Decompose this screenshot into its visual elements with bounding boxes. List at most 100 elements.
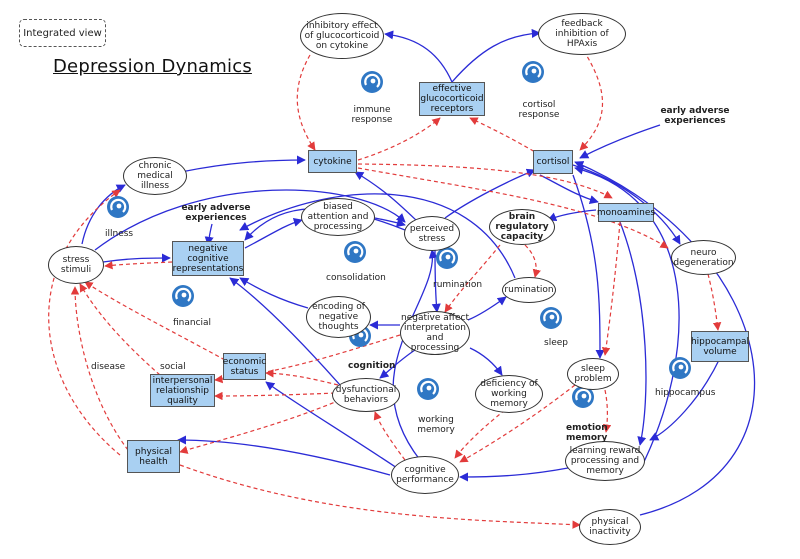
link-dysfunctional-negcog xyxy=(229,277,341,386)
link-cytokine-monoamines xyxy=(357,163,613,199)
link-neuro-hippo xyxy=(707,273,722,331)
node-inhibitory[interactable]: inhibitory effect of glucocorticoid on c… xyxy=(300,13,384,59)
solid-links xyxy=(81,28,756,516)
label-immune-response: immune response xyxy=(351,105,393,125)
node-sleep-problem[interactable]: sleep problem xyxy=(567,358,619,390)
link-cortisol-effective xyxy=(469,117,541,156)
link-stress-perceived xyxy=(94,189,406,251)
link-cogperf-economic xyxy=(265,381,401,471)
label-hippocampus: hippocampus xyxy=(655,388,716,398)
label-consolidation: consolidation xyxy=(326,273,386,283)
label-cortisol-response: cortisol response xyxy=(518,100,560,120)
link-physhealth-stress xyxy=(70,286,129,451)
node-learning[interactable]: learning reward processing and memory xyxy=(565,441,645,481)
link-negaffect-deficiency xyxy=(469,347,503,376)
link-chronic-cytokine xyxy=(180,155,306,173)
node-encoding[interactable]: encoding of negative thoughts xyxy=(306,296,371,338)
link-rumination-negcog xyxy=(239,193,516,279)
link-cogperf-physinact-up xyxy=(574,165,680,471)
node-negative-affect[interactable]: negative affect interpretation and proce… xyxy=(400,311,470,355)
integrated-view-label: Integrated view xyxy=(23,27,102,39)
node-physical-inact[interactable]: physical inactivity xyxy=(579,509,641,545)
link-biased-perceived xyxy=(374,217,406,228)
node-interpersonal[interactable]: interpersonal relationship quality xyxy=(150,374,215,407)
node-hippocampal[interactable]: hippocampal volume xyxy=(691,331,749,362)
node-feedback[interactable]: feedback inhibition of HPAxis xyxy=(538,13,626,55)
link-physhealth-chronic xyxy=(48,189,121,456)
integrated-view-button[interactable]: Integrated view xyxy=(19,19,106,47)
loop-icon xyxy=(669,357,691,379)
loop-icon xyxy=(436,247,458,269)
node-negative-cog[interactable]: negative cognitive representations xyxy=(172,241,244,276)
link-monoamines-sleep xyxy=(601,221,621,356)
label-early-adverse-top: early adverse experiences xyxy=(660,106,730,126)
label-working-memory: working memory xyxy=(417,415,455,435)
loop-icon xyxy=(344,241,366,263)
link-interpersonal-stress xyxy=(79,283,161,376)
node-deficiency[interactable]: deficiency of working memory xyxy=(475,375,543,413)
link-cortisol-monoamines xyxy=(539,174,599,204)
node-chronic[interactable]: chronic medical illness xyxy=(123,157,187,195)
node-physical-health[interactable]: physical health xyxy=(127,440,180,473)
link-economic-stress xyxy=(84,281,226,361)
label-illness: illness xyxy=(105,229,134,239)
link-brain-negaffect xyxy=(444,244,501,313)
link-cortisol-sleep xyxy=(572,174,605,359)
link-brain-rumination xyxy=(524,244,541,278)
link-effective-inhibitory xyxy=(384,30,453,83)
link-hippo-learning xyxy=(649,357,721,441)
link-physhealth-physinact xyxy=(179,464,581,529)
link-negcog-stress xyxy=(104,261,173,270)
loop-icon xyxy=(107,196,129,218)
label-sleep: sleep xyxy=(544,338,568,348)
link-effective-feedback xyxy=(451,28,541,83)
link-stress-chronic xyxy=(81,184,126,245)
node-perceived[interactable]: perceived stress xyxy=(404,216,460,251)
node-rumination[interactable]: rumination xyxy=(502,277,556,303)
loop-icon xyxy=(417,378,439,400)
link-cytokine-effective xyxy=(357,117,441,161)
link-deficiency-cogperf xyxy=(454,409,506,459)
link-cogperf-physhealth xyxy=(177,435,391,476)
node-monoamines[interactable]: monoamines xyxy=(597,203,655,222)
label-cognition: cognition xyxy=(348,361,396,371)
node-stress[interactable]: stress stimuli xyxy=(48,246,104,284)
link-sleep-learning xyxy=(602,389,612,433)
loop-icons xyxy=(107,61,691,408)
label-social: social xyxy=(160,362,186,372)
page-title: Depression Dynamics xyxy=(53,56,252,77)
link-dysfunctional-economic xyxy=(265,369,339,386)
link-cytokine-neuro xyxy=(357,167,669,249)
node-dysfunctional[interactable]: dysfunctional behaviors xyxy=(332,378,400,412)
link-perceived-cytokine xyxy=(354,171,419,223)
node-cognitive-perf[interactable]: cognitive performance xyxy=(391,456,459,494)
node-effective[interactable]: effective glucocorticoid receptors xyxy=(419,82,485,116)
link-monoamines-learning xyxy=(619,221,647,446)
node-cortisol[interactable]: cortisol xyxy=(533,150,573,174)
link-feedback-cortisol xyxy=(579,44,604,151)
loop-icon xyxy=(522,61,544,83)
link-stress-negcog xyxy=(102,253,171,263)
link-dysfunctional-physhealth xyxy=(179,399,341,454)
link-cortisol-neuro xyxy=(572,164,681,245)
label-disease: disease xyxy=(91,362,126,372)
link-dysfunctional-interpersonal xyxy=(214,391,336,401)
link-sleep-cogperf xyxy=(459,384,576,463)
node-biased[interactable]: biased attention and processing xyxy=(301,198,375,236)
link-inhibitory-cytokine xyxy=(296,54,316,151)
link-encoding-negcog xyxy=(239,277,309,309)
link-cogperf-dysfunctional xyxy=(373,411,406,461)
label-emotion-memory: emotion memory xyxy=(566,423,608,443)
loop-icon xyxy=(361,71,383,93)
link-early-cortisol xyxy=(579,124,661,159)
loop-icon xyxy=(572,386,594,408)
node-neuro[interactable]: neuro degeneration xyxy=(671,240,736,275)
node-brain-reg[interactable]: brain regulatory capacity xyxy=(489,209,555,245)
node-economic[interactable]: economic status xyxy=(223,353,266,380)
node-cytokine[interactable]: cytokine xyxy=(308,150,357,173)
loop-icon xyxy=(172,285,194,307)
link-learning-cogperf xyxy=(459,467,569,482)
link-monoamines-brain xyxy=(547,209,597,222)
label-financial: financial xyxy=(173,318,212,328)
label-rumination-small: rumination xyxy=(433,280,483,290)
